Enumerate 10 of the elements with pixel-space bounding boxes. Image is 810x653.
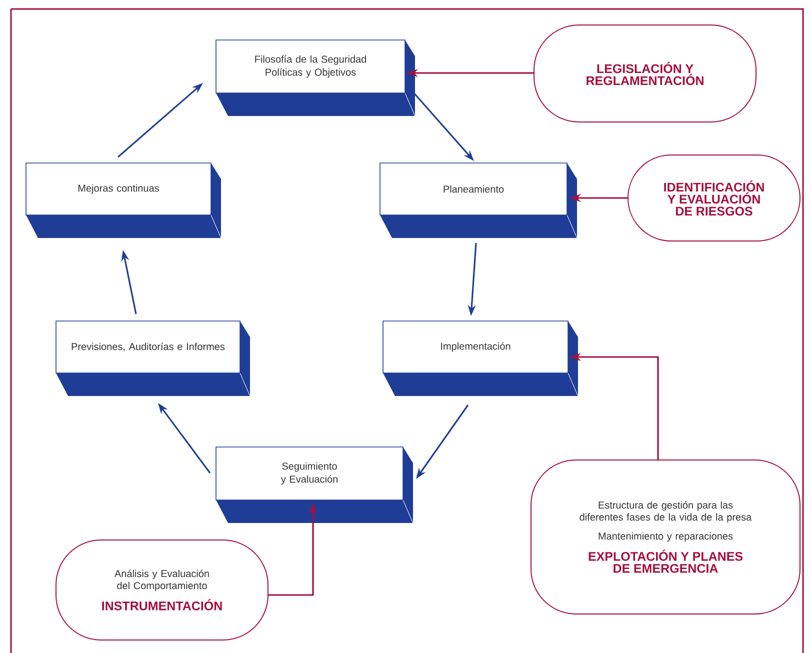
rounded-box: LEGISLACIÓN Y REGLAMENTACIÓN — [534, 24, 756, 122]
rounded-box: IDENTIFICACIÓN Y EVALUACIÓN DE RIESGOS — [628, 154, 800, 242]
process-box: Planeamiento — [380, 162, 578, 238]
rounded-box: Estructura de gestión para las diferentes fases de la vida de la presa Mantenimiento y reparaciones EXPLOTACIÓN Y PLANES DE EMERGENCIA — [530, 460, 800, 614]
process-box: Mejoras continuas — [26, 162, 222, 238]
process-box: Previsiones, Auditorías e Informes — [56, 320, 250, 396]
process-box: Implementación — [382, 320, 578, 396]
process-box: Seguimiento y Evaluación — [216, 446, 414, 524]
process-box: Filosofía de la Seguridad Políticas y Objetivos — [216, 40, 416, 116]
rounded-box: Análisis y Evaluación del Comportamiento INSTRUMENTACIÓN — [56, 540, 268, 640]
